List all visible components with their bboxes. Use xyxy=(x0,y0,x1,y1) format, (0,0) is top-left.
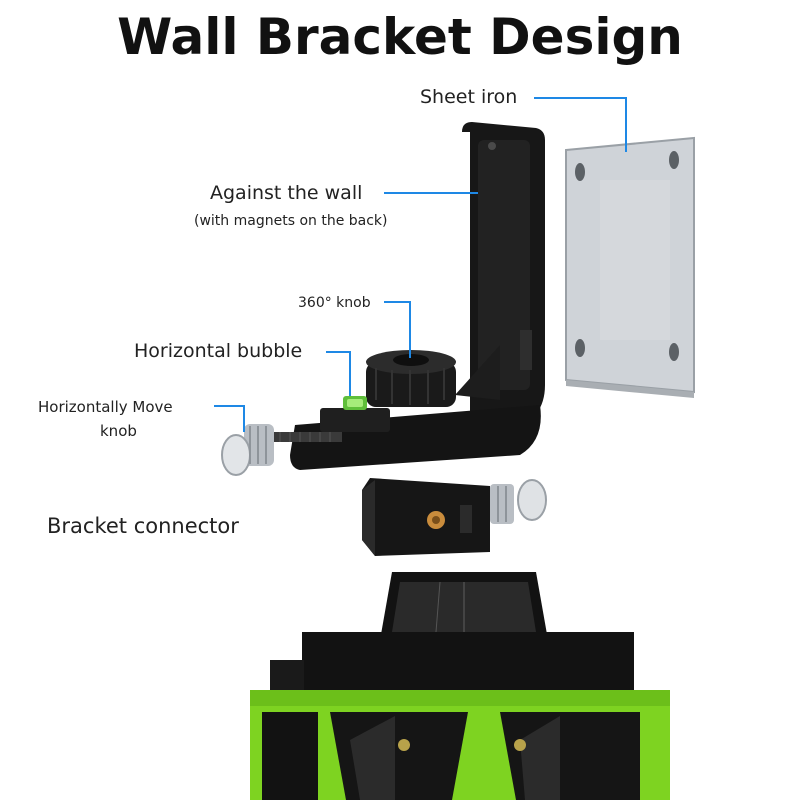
horizontal-move-knob xyxy=(221,424,342,476)
label-against-wall: Against the wall xyxy=(210,182,363,204)
leader-lines xyxy=(214,97,627,432)
leader-360-knob xyxy=(384,301,411,358)
label-horizontal-bubble: Horizontal bubble xyxy=(134,340,303,362)
label-against-wall-note: (with magnets on the back) xyxy=(194,213,388,229)
label-360-knob: 360° knob xyxy=(298,295,371,311)
horizontal-bubble xyxy=(343,396,367,410)
bracket-connector xyxy=(362,478,547,556)
page-title: Wall Bracket Design xyxy=(117,8,683,66)
sheet-iron-plate xyxy=(565,136,695,398)
leader-sheet-iron xyxy=(534,97,627,152)
leader-horizontal-bubble xyxy=(326,351,351,396)
leader-horizontally-move xyxy=(214,405,245,432)
label-horizontally-move-line1: Horizontally Move xyxy=(38,398,173,416)
wall-mount-arm xyxy=(455,122,545,440)
bracket-base xyxy=(290,405,541,470)
laser-level-body xyxy=(250,572,670,800)
360-knob xyxy=(366,350,456,407)
label-horizontally-move-line2: knob xyxy=(100,422,137,440)
label-sheet-iron: Sheet iron xyxy=(420,86,518,108)
label-bracket-connector: Bracket connector xyxy=(47,514,239,538)
